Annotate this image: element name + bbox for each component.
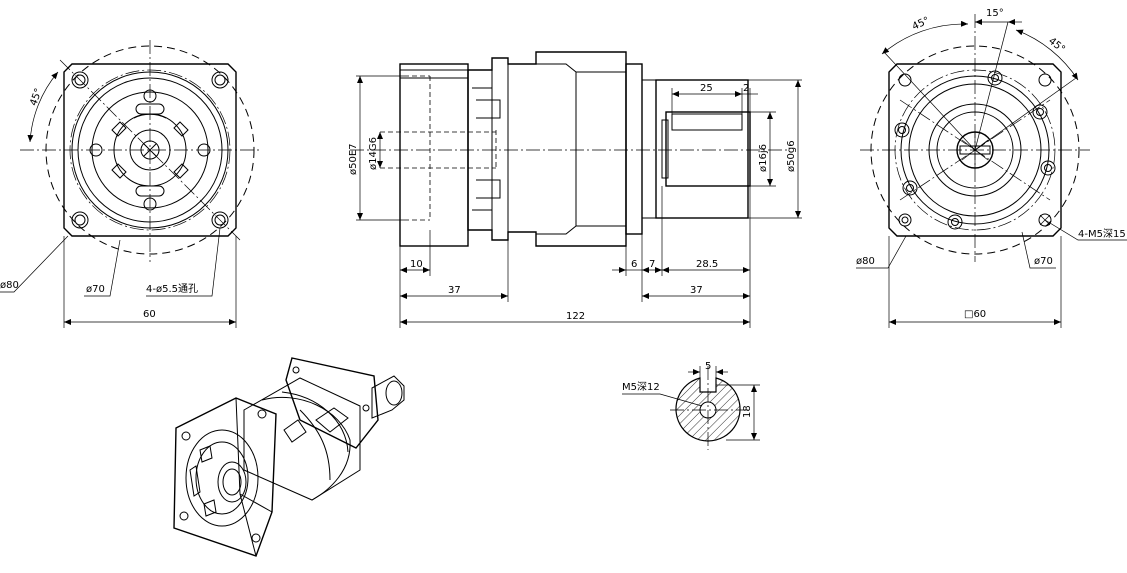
side-dim-key-offset: 2 [743,83,749,94]
rear-angle-top: 15° [986,8,1004,19]
rear-dim-outer: ø80 [856,256,875,267]
side-dim-37-left: 37 [448,285,461,296]
side-view: ø50E7 ø14G6 ø16j6 ø50g6 25 2 10 37 [348,51,802,328]
section-dim-height: 18 [742,405,753,418]
side-dim-7: 7 [649,259,655,270]
rear-dim-pcd: ø70 [1034,256,1053,267]
front-dim-pcd: ø70 [86,284,105,295]
isometric-view [173,357,405,557]
shaft-section: 5 18 M5深12 [622,361,760,450]
side-dim-input-bore: ø14G6 [368,137,379,170]
side-dim-key-length: 25 [700,83,713,94]
rear-angle-left: 45° [911,15,932,32]
rear-dim-threads: 4-M5深15 [1078,228,1126,240]
mount-hole [71,71,89,89]
side-dim-6: 6 [631,259,637,270]
front-dim-holes: 4-ø5.5通孔 [146,283,198,295]
side-dim-10: 10 [410,259,423,270]
front-view: 45° ø80 ø70 4-ø5.5通孔 60 [0,40,262,328]
square-flange [63,63,237,237]
side-dim-total: 122 [566,311,585,322]
section-dim-tap: M5深12 [622,381,660,393]
rear-angle-right: 45° [1046,36,1067,56]
side-dim-37-right: 37 [690,285,703,296]
rear-view: 45° 15° 45° 4-M5深15 ø80 ø70 □60 [856,8,1127,328]
rear-dim-square: □60 [964,309,986,320]
side-dim-shaft: ø16j6 [758,144,769,172]
side-dim-28-5: 28.5 [696,259,718,270]
front-angle-label: 45° [28,87,44,107]
front-dim-width: 60 [143,309,156,320]
side-dim-flange-bore: ø50E7 [348,143,359,175]
mount-hole [71,211,89,229]
mount-hole [211,71,229,89]
side-dim-pilot: ø50g6 [786,140,797,172]
section-dim-key-width: 5 [705,361,711,372]
front-dim-outer: ø80 [0,280,19,291]
